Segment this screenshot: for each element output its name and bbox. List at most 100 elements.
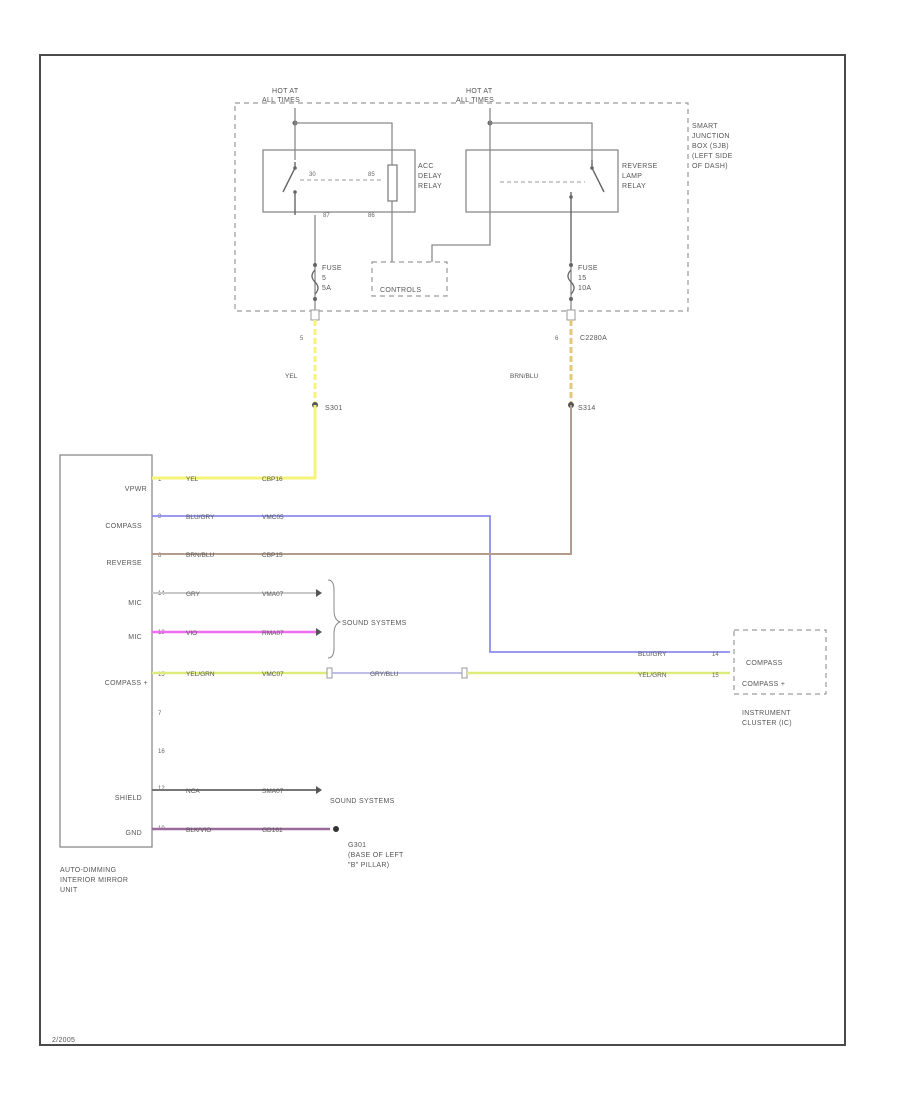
wire-vpwr-circuit: CBP16 — [262, 476, 283, 483]
fuse-right-symbol — [567, 269, 575, 295]
sjb-label-1: SMART — [692, 123, 718, 130]
wire-gnd-circuit: GD161 — [262, 827, 283, 834]
sound-systems-label-2: SOUND SYSTEMS — [330, 798, 395, 805]
conn-right-terminal — [566, 309, 576, 321]
mirror-name-2: INTERIOR MIRROR — [60, 877, 128, 884]
hot-right-feed — [431, 108, 593, 262]
instrument-cluster-box — [733, 629, 827, 695]
wire-compass-circuit: VMC05 — [262, 514, 284, 521]
sound-brace — [327, 579, 342, 659]
wire-mic-1-color: GRY — [186, 591, 201, 598]
hot-right-line2: ALL TIMES — [456, 97, 494, 104]
ground-g301 — [333, 826, 339, 832]
ground-label-3: "B" PILLAR) — [348, 862, 389, 869]
acc-relay-label-2: DELAY — [418, 173, 442, 180]
pin-num-7: 7 — [158, 711, 162, 717]
wire-compass-plus-circuit: VMC07 — [262, 671, 284, 678]
pin-label-compass-plus: COMPASS + — [105, 680, 148, 687]
wire-compass — [152, 515, 730, 653]
sjb-label-5: OF DASH) — [692, 163, 728, 170]
cluster-name-1: INSTRUMENT — [742, 710, 791, 717]
cluster-pin-2: 15 — [712, 673, 719, 679]
mirror-name-3: UNIT — [60, 887, 78, 894]
pin-label-vpwr: VPWR — [125, 486, 147, 493]
fuse-right-label-3: 10A — [578, 285, 591, 292]
acc-relay-label-3: RELAY — [418, 183, 442, 190]
pin-label-gnd: GND — [126, 830, 142, 837]
fuse-right-label-2: 15 — [578, 275, 586, 282]
mirror-name-1: AUTO-DIMMING — [60, 867, 116, 874]
wire-reverse — [152, 405, 572, 555]
acc-relay-coil — [387, 164, 398, 202]
fuse-left-label-1: FUSE — [322, 265, 342, 272]
pin-label-mic-1: MIC — [128, 600, 142, 607]
sjb-label-4: (LEFT SIDE — [692, 153, 733, 160]
ground-label-1: G301 — [348, 842, 366, 849]
relay-pin-30: 30 — [309, 172, 316, 178]
mirror-unit-box — [59, 454, 153, 848]
wire-gnd-color: BLK/VIO — [186, 827, 211, 834]
wire-shield-circuit: SMA07 — [262, 788, 284, 795]
controls-label: CONTROLS — [380, 287, 421, 294]
acc-relay-label-1: ACC — [418, 163, 434, 170]
rev-relay-label-2: LAMP — [622, 173, 642, 180]
cluster-label-2: COMPASS + — [742, 681, 785, 688]
wire-mic-1-circuit: VMA07 — [262, 591, 284, 598]
rev-relay-label-3: RELAY — [622, 183, 646, 190]
acc-delay-relay — [262, 149, 416, 213]
splice-left-label: S301 — [325, 405, 343, 412]
pin-label-mic-2: MIC — [128, 634, 142, 641]
smart-junction-box — [234, 102, 689, 312]
conn-left-terminal — [310, 309, 320, 321]
ground-label-2: (BASE OF LEFT — [348, 852, 404, 859]
sjb-label-3: BOX (SJB) — [692, 143, 729, 150]
pin-label-reverse: REVERSE — [106, 560, 142, 567]
conn-right-pin: 6 — [555, 336, 559, 342]
pin-num-1: 1 — [158, 477, 162, 483]
cluster-pin-1: 14 — [712, 652, 719, 658]
fuse-left-symbol — [311, 269, 319, 295]
pin-num-9: 9 — [158, 514, 162, 520]
hot-right-line1: HOT AT — [466, 88, 493, 95]
relay-pin-87: 87 — [323, 213, 330, 219]
wire-left-label: YEL — [285, 373, 298, 380]
fuse-left-label-3: 5A — [322, 285, 331, 292]
rev-relay-label-1: REVERSE — [622, 163, 658, 170]
mirror-pins: VPWR COMPASS REVERSE MIC MIC COMPASS + S… — [105, 477, 166, 837]
fuse-right-label-1: FUSE — [578, 265, 598, 272]
pin-label-shield: SHIELD — [115, 795, 142, 802]
wire-mic-2-circuit: RMA07 — [262, 630, 284, 637]
conn-right-name: C2280A — [580, 335, 607, 342]
diagram-border — [39, 54, 846, 1046]
conn-left-pin: 5 — [300, 336, 304, 342]
cluster-label-1: COMPASS — [746, 660, 783, 667]
cluster-name-2: CLUSTER (IC) — [742, 720, 792, 727]
mid-wire-label: GRY/BLU — [370, 671, 399, 678]
pin-num-16: 16 — [158, 749, 165, 755]
cluster-wire-1: BLU/GRY — [638, 651, 667, 658]
sound-systems-label-1: SOUND SYSTEMS — [342, 620, 407, 627]
hot-left-feed — [294, 108, 393, 160]
reverse-lamp-relay — [465, 149, 619, 213]
relay-pin-85: 85 — [368, 172, 375, 178]
wire-compass-color: BLU/GRY — [186, 514, 215, 521]
cluster-wire-2: YEL/GRN — [638, 672, 667, 679]
acc-relay-switch — [282, 162, 296, 215]
hot-left-line2: ALL TIMES — [262, 97, 300, 104]
wire-reverse-color: BRN/BLU — [186, 552, 214, 559]
pin-label-compass: COMPASS — [105, 523, 142, 530]
wire-mic-2-color: VIO — [186, 630, 197, 637]
relay-pin-86: 86 — [368, 213, 375, 219]
hot-left-line1: HOT AT — [272, 88, 299, 95]
wire-compass-plus-color: YEL/GRN — [186, 671, 215, 678]
rev-relay-switch — [570, 160, 605, 262]
wire-vpwr-color: YEL — [186, 476, 199, 483]
wire-reverse-circuit: CBP15 — [262, 552, 283, 559]
sjb-label-2: JUNCTION — [692, 133, 730, 140]
wire-shield-color: NCA — [186, 788, 200, 795]
pin-num-15: 15 — [158, 672, 165, 678]
wire-vpwr — [152, 405, 317, 480]
splice-right-label: S314 — [578, 405, 596, 412]
controls-box — [371, 261, 448, 297]
